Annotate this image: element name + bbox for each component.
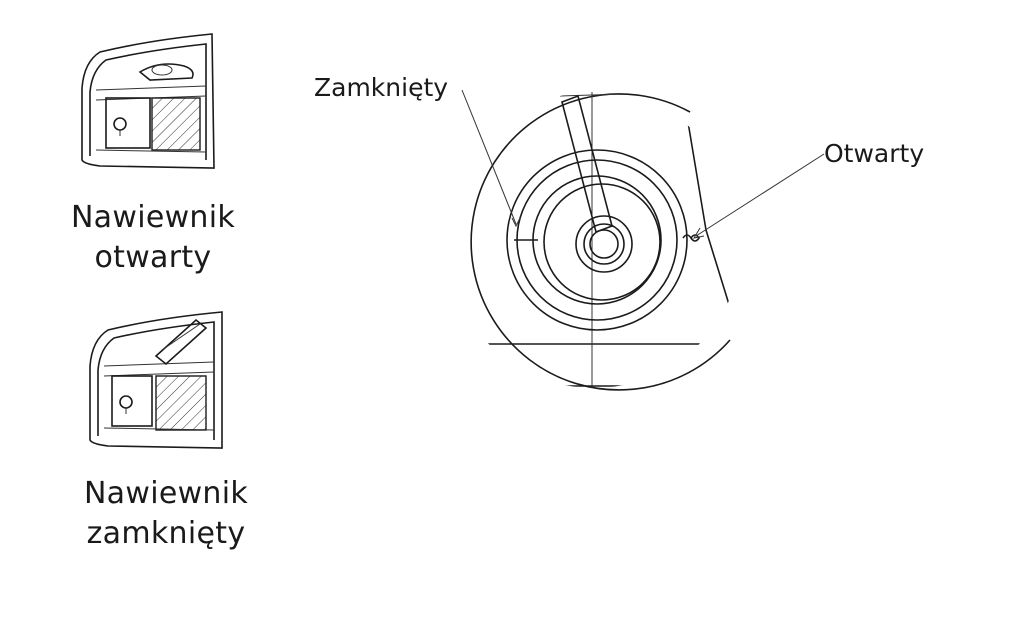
caption-vent-closed: Nawiewnik zamknięty [66, 474, 266, 554]
leader-closed [461, 89, 517, 225]
callout-closed: Zamknięty [314, 73, 449, 102]
leader-open [695, 153, 825, 237]
detail-view [446, 92, 742, 391]
caption-open-line2: otwarty [94, 240, 212, 275]
caption-closed-line2: zamknięty [86, 516, 246, 551]
caption-closed-line1: Nawiewnik [83, 476, 249, 511]
caption-vent-open: Nawiewnik otwarty [58, 198, 248, 278]
vent-closed-section [89, 311, 223, 449]
leader-closed-arrow [511, 217, 521, 228]
leader-open-arrow [692, 227, 705, 239]
caption-open-line1: Nawiewnik [70, 200, 236, 235]
callout-open: Otwarty [824, 139, 925, 168]
vent-open-section [81, 33, 215, 169]
